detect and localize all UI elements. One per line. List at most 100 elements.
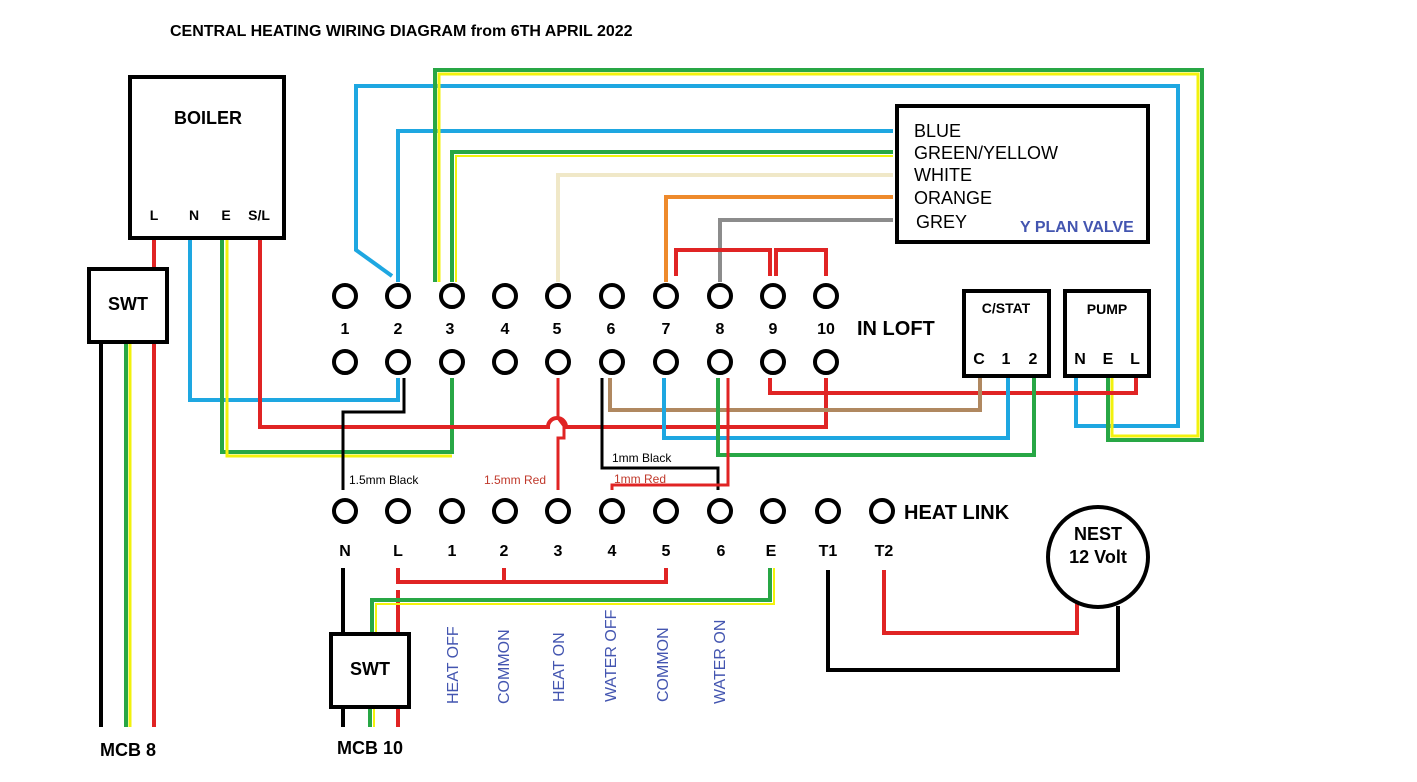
heatlink-earth-green — [370, 568, 772, 633]
valve-wire-orange: ORANGE — [914, 188, 992, 208]
wire-label-black-1mm: 1mm Black — [612, 451, 672, 465]
boiler-terminal-e: E — [221, 207, 230, 223]
loft-number-8: 8 — [716, 321, 725, 338]
valve-wire-blue: BLUE — [914, 121, 961, 141]
valve-wire-white: WHITE — [914, 165, 972, 185]
boiler-terminal-sl: S/L — [248, 207, 270, 223]
y-plan-valve-label: Y PLAN VALVE — [1020, 219, 1134, 236]
cstat-terminal-2: 2 — [1029, 351, 1038, 368]
loft-terminal-1-bottom — [332, 349, 358, 375]
heatlink-label-t2: T2 — [875, 543, 894, 560]
heatlink-label-t1: T1 — [819, 543, 838, 560]
loft-terminal-7-bottom — [653, 349, 679, 375]
valve-green-yellow-wire — [455, 155, 893, 282]
nest-t2-wire — [882, 570, 1079, 635]
function-water-on: WATER ON — [712, 620, 729, 704]
pump-terminal-n: N — [1074, 351, 1086, 368]
valve-orange-wire — [664, 195, 893, 282]
function-common-water: COMMON — [655, 627, 672, 702]
function-common-heat: COMMON — [496, 629, 513, 704]
cstat-box: C/STAT C 1 2 — [962, 289, 1051, 378]
y-plan-valve-box: BLUE GREEN/YELLOW WHITE ORANGE GREY Y PL… — [895, 104, 1150, 244]
heatlink-label-3: 3 — [554, 543, 563, 560]
wire-label-black-15mm: 1.5mm Black — [349, 473, 419, 487]
loft-terminal-7-top — [653, 283, 679, 309]
loft-terminal-block: 1 2 3 4 5 6 7 8 9 10 — [332, 283, 839, 375]
loft-terminal-9-top — [760, 283, 786, 309]
heatlink-terminal-l — [385, 498, 411, 524]
heatlink-terminal-2 — [492, 498, 518, 524]
loft-terminal-3-top — [439, 283, 465, 309]
link-7-9 — [674, 248, 772, 276]
loft-number-10: 10 — [817, 321, 835, 338]
wire-label-red-1mm: 1mm Red — [614, 472, 666, 486]
nest-t1-wire — [826, 570, 1120, 672]
loft-number-3: 3 — [446, 321, 455, 338]
loft-terminal-2-top — [385, 283, 411, 309]
heatlink-terminal-1 — [439, 498, 465, 524]
heatlink-label-4: 4 — [608, 543, 617, 560]
cstat-label: C/STAT — [982, 300, 1031, 316]
function-water-off: WATER OFF — [603, 609, 620, 702]
heatlink-terminal-5 — [653, 498, 679, 524]
function-heat-on: HEAT ON — [551, 632, 568, 702]
boiler-terminal-l: L — [150, 207, 159, 223]
boiler-earth-wire-yellow — [225, 238, 452, 458]
loft-terminal-3-bottom — [439, 349, 465, 375]
heatlink-terminal-block: N L 1 2 3 4 5 6 E T1 T2 — [332, 498, 895, 560]
loft-terminal-4-bottom — [492, 349, 518, 375]
loft-terminal-10-top — [813, 283, 839, 309]
pump-blue-wire — [354, 84, 1180, 428]
pump-terminal-e: E — [1103, 351, 1114, 368]
loft-terminal-5-bottom — [545, 349, 571, 375]
left-supply-wires — [99, 238, 156, 727]
loft-terminal-1-top — [332, 283, 358, 309]
heatlink-terminal-t2 — [869, 498, 895, 524]
loft-number-5: 5 — [553, 321, 562, 338]
black-15mm-wire — [341, 378, 406, 490]
swt-bottom-label: SWT — [350, 659, 390, 679]
cstat-2-wire — [716, 376, 1036, 457]
loft-number-9: 9 — [769, 321, 778, 338]
cstat-common-wire — [608, 376, 982, 412]
wire-label-red-15mm: 1.5mm Red — [484, 473, 546, 487]
cstat-terminal-c: C — [973, 351, 985, 368]
heatlink-common-links — [396, 568, 668, 584]
loft-terminal-4-top — [492, 283, 518, 309]
heatlink-label-n: N — [339, 543, 351, 560]
loft-terminal-6-top — [599, 283, 625, 309]
valve-green-wire — [450, 150, 893, 282]
loft-number-6: 6 — [607, 321, 616, 338]
heatlink-label-5: 5 — [662, 543, 671, 560]
valve-wire-grey: GREY — [916, 212, 967, 232]
heatlink-terminal-t1 — [815, 498, 841, 524]
loft-terminal-8-top — [707, 283, 733, 309]
loft-number-7: 7 — [662, 321, 671, 338]
heatlink-terminal-4 — [599, 498, 625, 524]
red-15mm-wire — [556, 378, 566, 490]
swt-bottom-box: SWT — [329, 632, 411, 709]
heatlink-function-labels: HEAT OFF COMMON HEAT ON WATER OFF COMMON… — [445, 609, 729, 704]
nest-voltage-label: 12 Volt — [1069, 547, 1127, 567]
valve-white-wire — [556, 173, 893, 282]
heatlink-earth-yellow — [375, 568, 775, 633]
heatlink-label-2: 2 — [500, 543, 509, 560]
boiler-neutral-wire — [188, 238, 400, 402]
loft-terminal-2-bottom — [385, 349, 411, 375]
valve-blue-wire-1 — [396, 129, 893, 282]
swt-left-label: SWT — [108, 294, 148, 314]
pump-live-wire — [768, 376, 1138, 395]
loft-terminal-10-bottom — [813, 349, 839, 375]
heat-link-label: HEAT LINK — [904, 502, 1010, 524]
boiler-terminal-n: N — [189, 207, 199, 223]
loft-number-2: 2 — [394, 321, 403, 338]
heatlink-label-l: L — [393, 543, 403, 560]
pump-terminal-l: L — [1130, 351, 1140, 368]
boiler-earth-wire-green — [220, 238, 454, 454]
mcb-10-label: MCB 10 — [337, 738, 403, 758]
heatlink-terminal-6 — [707, 498, 733, 524]
loft-terminal-8-bottom — [707, 349, 733, 375]
black-1mm-wire — [600, 378, 720, 490]
heatlink-label-6: 6 — [717, 543, 726, 560]
